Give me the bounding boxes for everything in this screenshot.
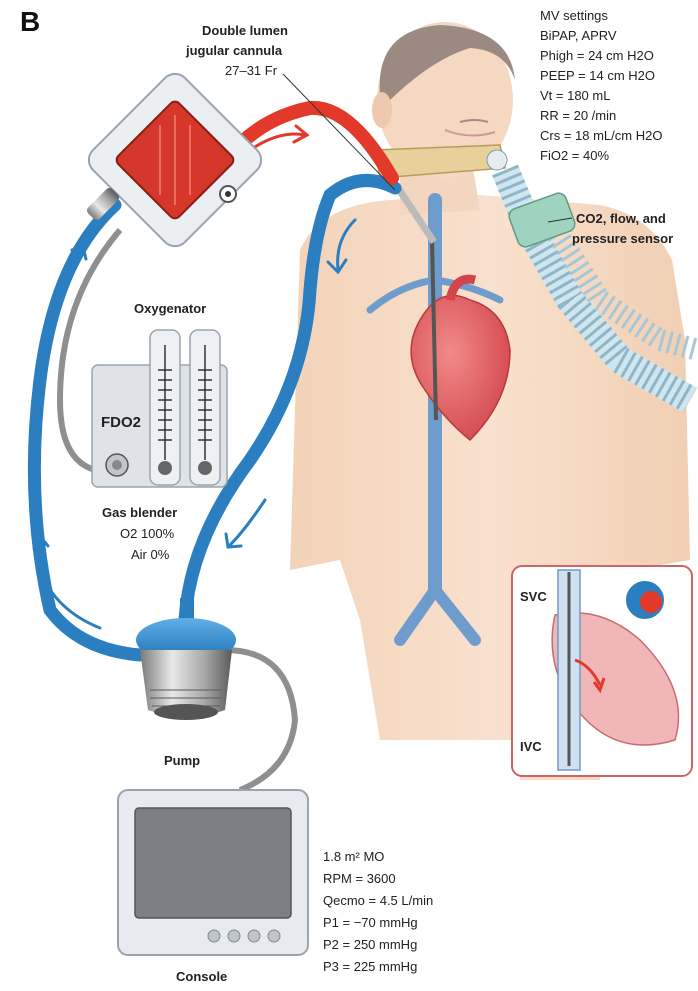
mv-line: BiPAP, APRV (540, 26, 662, 46)
console-device (118, 790, 308, 955)
console-stat: P2 = 250 mmHg (323, 934, 433, 956)
console-stat: P1 = −70 mmHg (323, 912, 433, 934)
oxygenator-label: Oxygenator (134, 300, 206, 317)
console-stats: 1.8 m² MO RPM = 3600 Qecmo = 4.5 L/min P… (323, 846, 433, 978)
mv-line: Crs = 18 mL/cm H2O (540, 126, 662, 146)
cannula-size: 27–31 Fr (225, 62, 277, 79)
mv-line: FiO2 = 40% (540, 146, 662, 166)
air-setting: Air 0% (131, 546, 169, 563)
mv-line: RR = 20 /min (540, 106, 662, 126)
o2-setting: O2 100% (120, 525, 174, 542)
cannula-title-line1: Double lumen (202, 22, 288, 39)
console-stat: P3 = 225 mmHg (323, 956, 433, 978)
fdo2-label: FDO2 (101, 414, 141, 431)
gas-blender-label: Gas blender (102, 504, 177, 521)
mv-settings: MV settings BiPAP, APRV Phigh = 24 cm H2… (540, 6, 662, 166)
console-cable (225, 650, 295, 790)
cannula-title-line2: jugular cannula (186, 42, 282, 59)
mv-line: Phigh = 24 cm H2O (540, 46, 662, 66)
console-stat: 1.8 m² MO (323, 846, 433, 868)
sensor-label-line2: pressure sensor (572, 230, 673, 247)
sensor-label-line1: CO2, flow, and (576, 210, 666, 227)
console-label: Console (176, 968, 227, 985)
ivc-label: IVC (520, 738, 542, 755)
console-stat: Qecmo = 4.5 L/min (323, 890, 433, 912)
mv-line: Vt = 180 mL (540, 86, 662, 106)
pump-label: Pump (164, 752, 200, 769)
panel-letter: B (20, 6, 40, 38)
pump (136, 598, 236, 720)
console-stat: RPM = 3600 (323, 868, 433, 890)
oxygenator (83, 68, 267, 252)
mv-line: MV settings (540, 6, 662, 26)
gas-blender (92, 330, 227, 487)
mv-line: PEEP = 14 cm H2O (540, 66, 662, 86)
svc-label: SVC (520, 588, 547, 605)
